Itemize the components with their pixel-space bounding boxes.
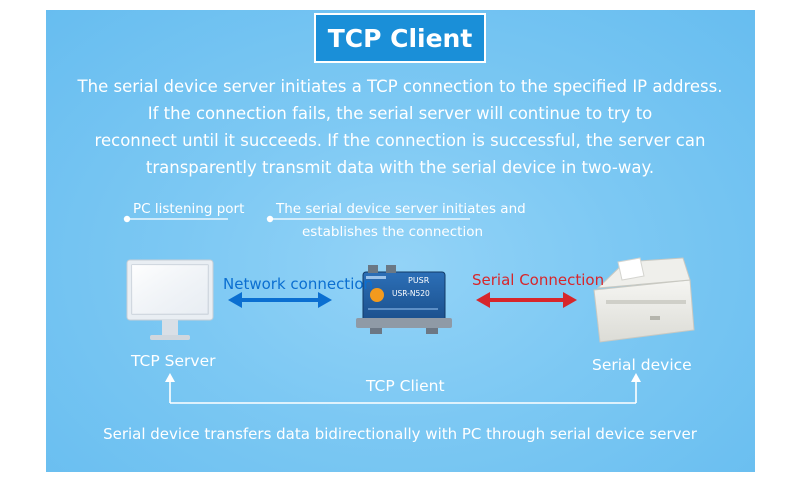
page-title: TCP Client bbox=[327, 23, 473, 53]
footer-caption: Serial device transfers data bidirection… bbox=[103, 425, 697, 443]
initiates-pointer bbox=[266, 215, 470, 223]
serial-connection-arrow bbox=[476, 292, 577, 308]
network-connection-arrow bbox=[228, 292, 332, 308]
monitor-icon bbox=[126, 259, 214, 340]
serial-device-label: Serial device bbox=[592, 356, 692, 374]
title-box: TCP Client bbox=[314, 13, 486, 63]
device-model: USR-N520 bbox=[392, 289, 430, 298]
initiates-label-line-1: The serial device server initiates and bbox=[276, 201, 526, 217]
description-line-3: reconnect until it succeeds. If the conn… bbox=[94, 131, 706, 150]
diagram-panel bbox=[46, 10, 755, 472]
serial-connection-label: Serial Connection bbox=[472, 271, 605, 289]
tcp-client-label: TCP Client bbox=[366, 377, 445, 395]
description-line-4: transparently transmit data with the ser… bbox=[145, 158, 655, 177]
description-line-1: The serial device server initiates a TCP… bbox=[77, 77, 723, 96]
receipt-printer-icon bbox=[593, 257, 695, 343]
device-brand: PUSR bbox=[408, 276, 430, 285]
description-line-2: If the connection fails, the serial serv… bbox=[147, 104, 653, 123]
pc-listening-label: PC listening port bbox=[133, 201, 245, 217]
serial-server-device bbox=[356, 265, 452, 334]
tcp-server-label: TCP Server bbox=[131, 352, 216, 370]
client-bracket bbox=[165, 373, 641, 404]
pc-listening-pointer bbox=[123, 215, 228, 223]
initiates-label-line-2: establishes the connection bbox=[302, 224, 484, 240]
network-connection-label: Network connection bbox=[223, 275, 374, 293]
